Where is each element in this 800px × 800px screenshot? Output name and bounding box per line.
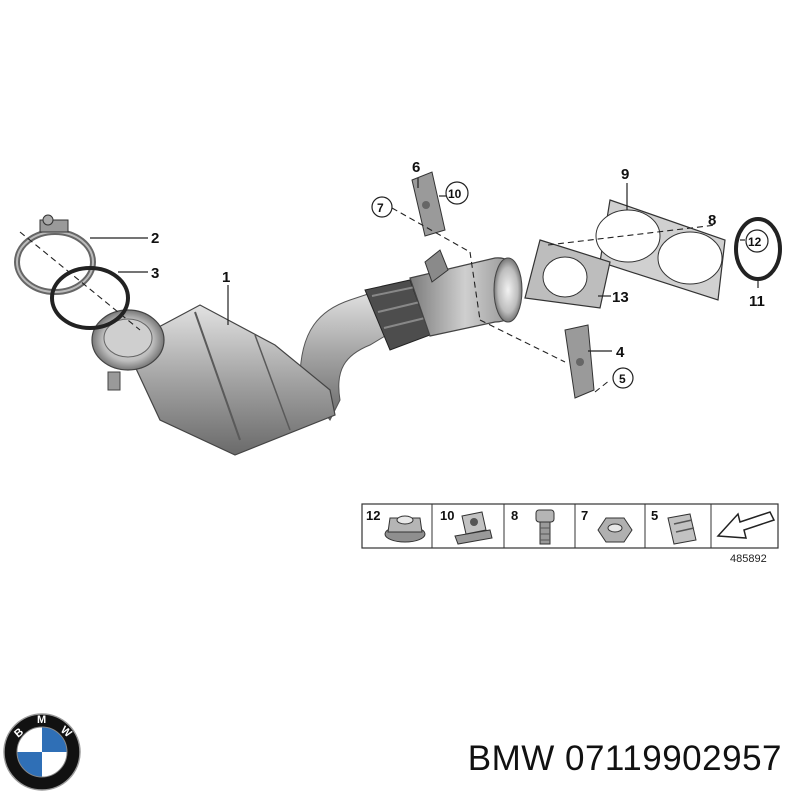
bmw-roundel-logo: B M W <box>3 713 81 791</box>
hardware-legend: 12 10 8 7 5 <box>361 503 779 565</box>
callout-9: 9 <box>621 166 629 183</box>
callout-5: 5 <box>619 372 626 386</box>
legend-num-8: 8 <box>511 508 518 523</box>
logo-letter-m: M <box>37 714 46 726</box>
callout-8: 8 <box>708 212 716 229</box>
flange-plate <box>524 239 611 309</box>
callout-4: 4 <box>616 344 625 361</box>
v-band-clamp <box>14 214 96 295</box>
legend-num-7: 7 <box>581 508 588 523</box>
legend-num-10: 10 <box>440 508 454 523</box>
callout-6: 6 <box>412 159 420 176</box>
catalytic-converter <box>91 249 523 456</box>
gasket <box>595 199 726 301</box>
direction-arrow-icon <box>716 511 776 539</box>
callout-11: 11 <box>749 293 765 310</box>
sealing-ring <box>50 266 130 330</box>
callout-10: 10 <box>448 187 462 201</box>
legend-num-12: 12 <box>366 508 380 523</box>
part-title: BMW 07119902957 <box>467 739 782 778</box>
hex-nut-icon <box>597 517 633 543</box>
callouts: 1 2 3 4 6 8 9 11 13 7 10 5 12 <box>151 159 769 389</box>
callout-7: 7 <box>377 201 384 215</box>
callout-12: 12 <box>748 235 762 249</box>
callout-3: 3 <box>151 265 159 282</box>
bracket-upper <box>411 171 446 237</box>
callout-1: 1 <box>222 269 230 286</box>
clip-nut-icon <box>454 511 493 545</box>
spring-clip-icon <box>667 513 697 545</box>
leader-lines <box>19 178 759 393</box>
hex-socket-bolt-icon <box>535 509 555 545</box>
legend-num-5: 5 <box>651 508 658 523</box>
callout-2: 2 <box>151 230 159 247</box>
callout-13: 13 <box>612 289 629 306</box>
bracket-lower <box>564 324 595 399</box>
flange-nut-icon <box>384 515 426 543</box>
reference-number: 485892 <box>730 553 767 565</box>
